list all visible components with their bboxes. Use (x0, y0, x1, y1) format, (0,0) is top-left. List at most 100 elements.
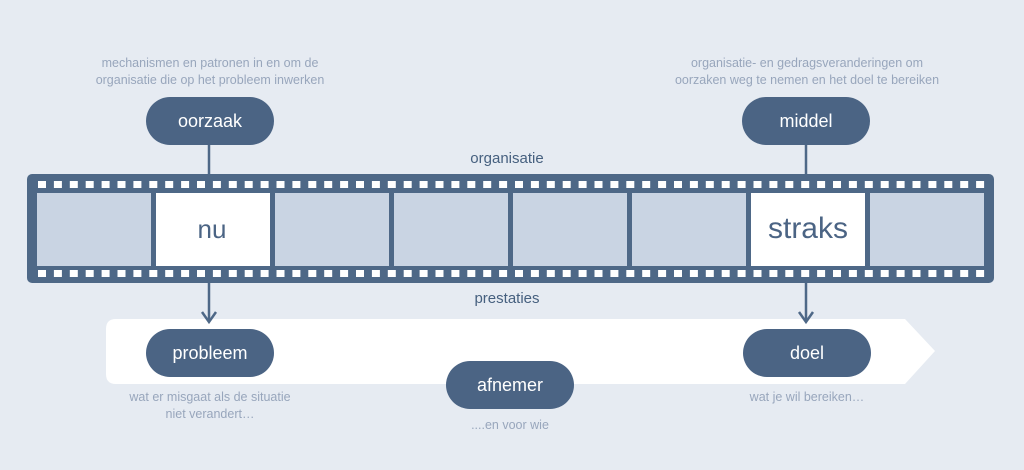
film-sprocket-hole (499, 181, 508, 188)
film-sprocket-hole (244, 181, 253, 188)
film-sprocket-hole (833, 181, 841, 188)
film-sprocket-hole (642, 270, 651, 277)
film-sprocket-hole (340, 181, 349, 188)
film-sprocket-hole (880, 181, 889, 188)
customer-pill: afnemer (446, 361, 574, 409)
film-sprocket-hole (515, 181, 523, 188)
film-sprocket-hole (530, 181, 539, 188)
film-sprocket-hole (896, 270, 905, 277)
film-sprocket-hole (403, 270, 412, 277)
film-sprocket-hole (292, 270, 301, 277)
means-pill: middel (742, 97, 870, 145)
film-sprocket-hole (53, 181, 62, 188)
film-sprocket-hole (149, 270, 158, 277)
film-sprocket-hole (133, 181, 142, 188)
film-sprocket-hole (864, 181, 873, 188)
film-sprocket-hole (689, 270, 698, 277)
cause-description: mechanismen en patronen in en om de orga… (95, 56, 325, 87)
film-sprocket-hole (864, 270, 873, 277)
film-sprocket-hole (435, 181, 444, 188)
film-sprocket-hole (801, 270, 810, 277)
film-sprocket-hole (69, 270, 78, 277)
film-sprocket-hole (212, 270, 221, 277)
performance-arrow-band (106, 319, 935, 384)
later-frame-label: straks (767, 212, 848, 245)
film-sprocket-hole (578, 270, 587, 277)
film-sprocket-hole (689, 181, 698, 188)
film-sprocket-hole (944, 270, 953, 277)
film-frames (37, 193, 984, 266)
film-sprocket-hole (260, 181, 269, 188)
film-sprocket-hole (912, 181, 921, 188)
film-sprocket-hole (181, 181, 190, 188)
film-sprocket-hole (451, 181, 460, 188)
film-sprocket-hole (737, 270, 746, 277)
film-sprocket-hole (244, 270, 253, 277)
film-sprocket-hole (451, 270, 460, 277)
film-sprocket-hole (880, 270, 889, 277)
film-sprocket-hole (260, 270, 269, 277)
film-sprocket-hole (324, 181, 333, 188)
problem-description: wat er misgaat als de situatie niet vera… (129, 390, 291, 421)
film-sprocket-hole (276, 181, 285, 188)
film-sprocket-hole (419, 270, 428, 277)
film-sprocket-hole (197, 270, 205, 277)
customer-description: ....en voor wie (471, 418, 549, 432)
film-frame (632, 193, 746, 266)
film-sprockets-bottom (38, 270, 985, 277)
film-sprocket-hole (308, 181, 317, 188)
film-sprocket-hole (38, 270, 46, 277)
film-sprocket-hole (562, 181, 571, 188)
film-sprocket-hole (546, 181, 555, 188)
film-sprocket-hole (976, 270, 985, 277)
performance-label: prestaties (474, 290, 540, 307)
film-sprocket-hole (387, 270, 396, 277)
film-sprocket-hole (705, 270, 714, 277)
film-sprocket-hole (101, 270, 110, 277)
film-sprocket-hole (371, 270, 380, 277)
film-sprocket-hole (117, 270, 126, 277)
film-sprocket-hole (928, 181, 937, 188)
film-sprocket-hole (658, 181, 667, 188)
film-sprocket-hole (562, 270, 571, 277)
film-sprocket-hole (817, 270, 826, 277)
film-frame (513, 193, 627, 266)
film-sprocket-hole (467, 181, 476, 188)
film-sprocket-hole (483, 270, 492, 277)
film-sprocket-hole (149, 181, 158, 188)
film-sprocket-hole (594, 270, 603, 277)
film-sprocket-hole (403, 181, 412, 188)
film-sprocket-hole (435, 270, 444, 277)
film-frame (870, 193, 984, 266)
film-sprocket-hole (165, 270, 174, 277)
film-sprocket-hole (371, 181, 380, 188)
organisation-label: organisatie (470, 150, 544, 167)
film-sprocket-hole (53, 270, 62, 277)
film-sprocket-hole (944, 181, 953, 188)
film-frame (37, 193, 151, 266)
film-sprocket-hole (896, 181, 905, 188)
film-sprocket-hole (165, 181, 174, 188)
problem-arrowhead (200, 311, 218, 325)
film-sprocket-hole (626, 270, 635, 277)
film-sprocket-hole (848, 270, 857, 277)
film-sprocket-hole (292, 181, 301, 188)
film-sprocket-hole (928, 270, 937, 277)
now-frame-label: nu (197, 214, 227, 244)
now-frame (156, 193, 270, 266)
film-sprocket-hole (642, 181, 651, 188)
film-sprocket-hole (976, 181, 985, 188)
film-sprocket-hole (467, 270, 476, 277)
film-sprocket-hole (785, 181, 794, 188)
film-sprocket-hole (228, 270, 237, 277)
film-sprocket-hole (356, 270, 364, 277)
film-sprocket-hole (960, 270, 969, 277)
film-sprocket-hole (658, 270, 667, 277)
film-sprocket-hole (212, 181, 221, 188)
film-sprocket-hole (769, 270, 778, 277)
film-sprocket-hole (674, 270, 682, 277)
goal-arrowhead (797, 311, 815, 325)
film-sprocket-hole (674, 181, 682, 188)
film-sprocket-hole (483, 181, 492, 188)
